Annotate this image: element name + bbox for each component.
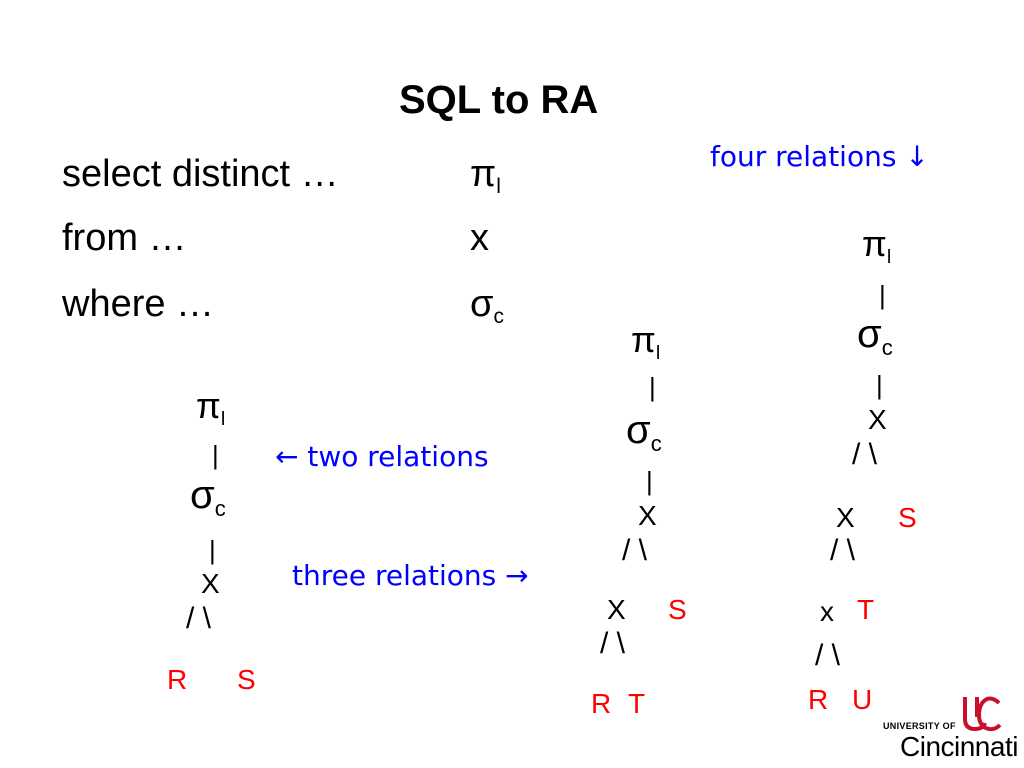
tree3-branches-bottom: / \ [600, 627, 626, 660]
ra-selection-symbol: σ [470, 283, 494, 325]
tree2-edge-2: | [209, 535, 216, 565]
annotation-three-relations: three relations → [292, 559, 529, 592]
tree3-leaf-r: R [591, 688, 612, 719]
logo-cincinnati: Cincinnati [900, 731, 1018, 762]
tree3-selection: σc [626, 408, 662, 456]
sql-from-line: from … [62, 217, 187, 259]
ra-projection-symbol: π [470, 153, 497, 195]
tree4-edge-2: | [876, 370, 883, 400]
tree2-join: X [201, 568, 220, 599]
logo-university-of: UNIVERSITY OF [883, 721, 956, 731]
sql-select-line: select distinct … [62, 153, 339, 195]
tree3-join-top: X [638, 500, 657, 531]
tree3-leaf-t: T [628, 688, 646, 719]
tree3-branches-top: / \ [622, 534, 648, 567]
tree4-leaf-s: S [898, 502, 917, 533]
tree4-branches-3: / \ [815, 639, 841, 672]
tree3-edge-2: | [646, 466, 653, 496]
ra-selection-subscript: c [493, 305, 504, 329]
tree2-projection: πl [196, 385, 226, 430]
tree3-projection: πl [631, 319, 661, 364]
tree4-projection: πl [862, 223, 892, 268]
annotation-four-relations: four relations ↓ [710, 140, 929, 173]
tree2-edge-1: | [212, 440, 219, 470]
tree4-leaf-r: R [808, 684, 829, 715]
tree4-join-3: x [820, 596, 834, 627]
annotation-two-relations: ← two relations [275, 440, 489, 473]
ra-projection-subscript: l [496, 175, 501, 199]
tree4-branches-1: / \ [852, 438, 878, 471]
ra-product: x [470, 217, 489, 259]
ra-selection: σc [470, 283, 504, 327]
tree4-leaf-t: T [857, 594, 875, 625]
tree4-selection: σc [857, 312, 893, 360]
tree4-join-2: X [836, 502, 855, 533]
tree4-join-1: X [868, 404, 887, 435]
tree3-edge-1: | [649, 372, 656, 402]
tree2-leaf-r: R [167, 664, 188, 695]
tree4-edge-1: | [879, 280, 886, 310]
uc-monogram-icon [963, 696, 1002, 732]
sql-where-line: where … [62, 283, 215, 325]
tree3-leaf-s: S [668, 594, 687, 625]
tree3-join-bottom: X [607, 594, 626, 625]
tree4-leaf-u: U [852, 684, 873, 715]
tree2-branches: / \ [186, 602, 212, 635]
ra-projection: πl [470, 153, 501, 197]
tree4-branches-2: / \ [830, 534, 856, 567]
tree2-leaf-s: S [237, 664, 256, 695]
tree2-selection: σc [190, 473, 226, 521]
slide-title: SQL to RA [399, 78, 599, 122]
